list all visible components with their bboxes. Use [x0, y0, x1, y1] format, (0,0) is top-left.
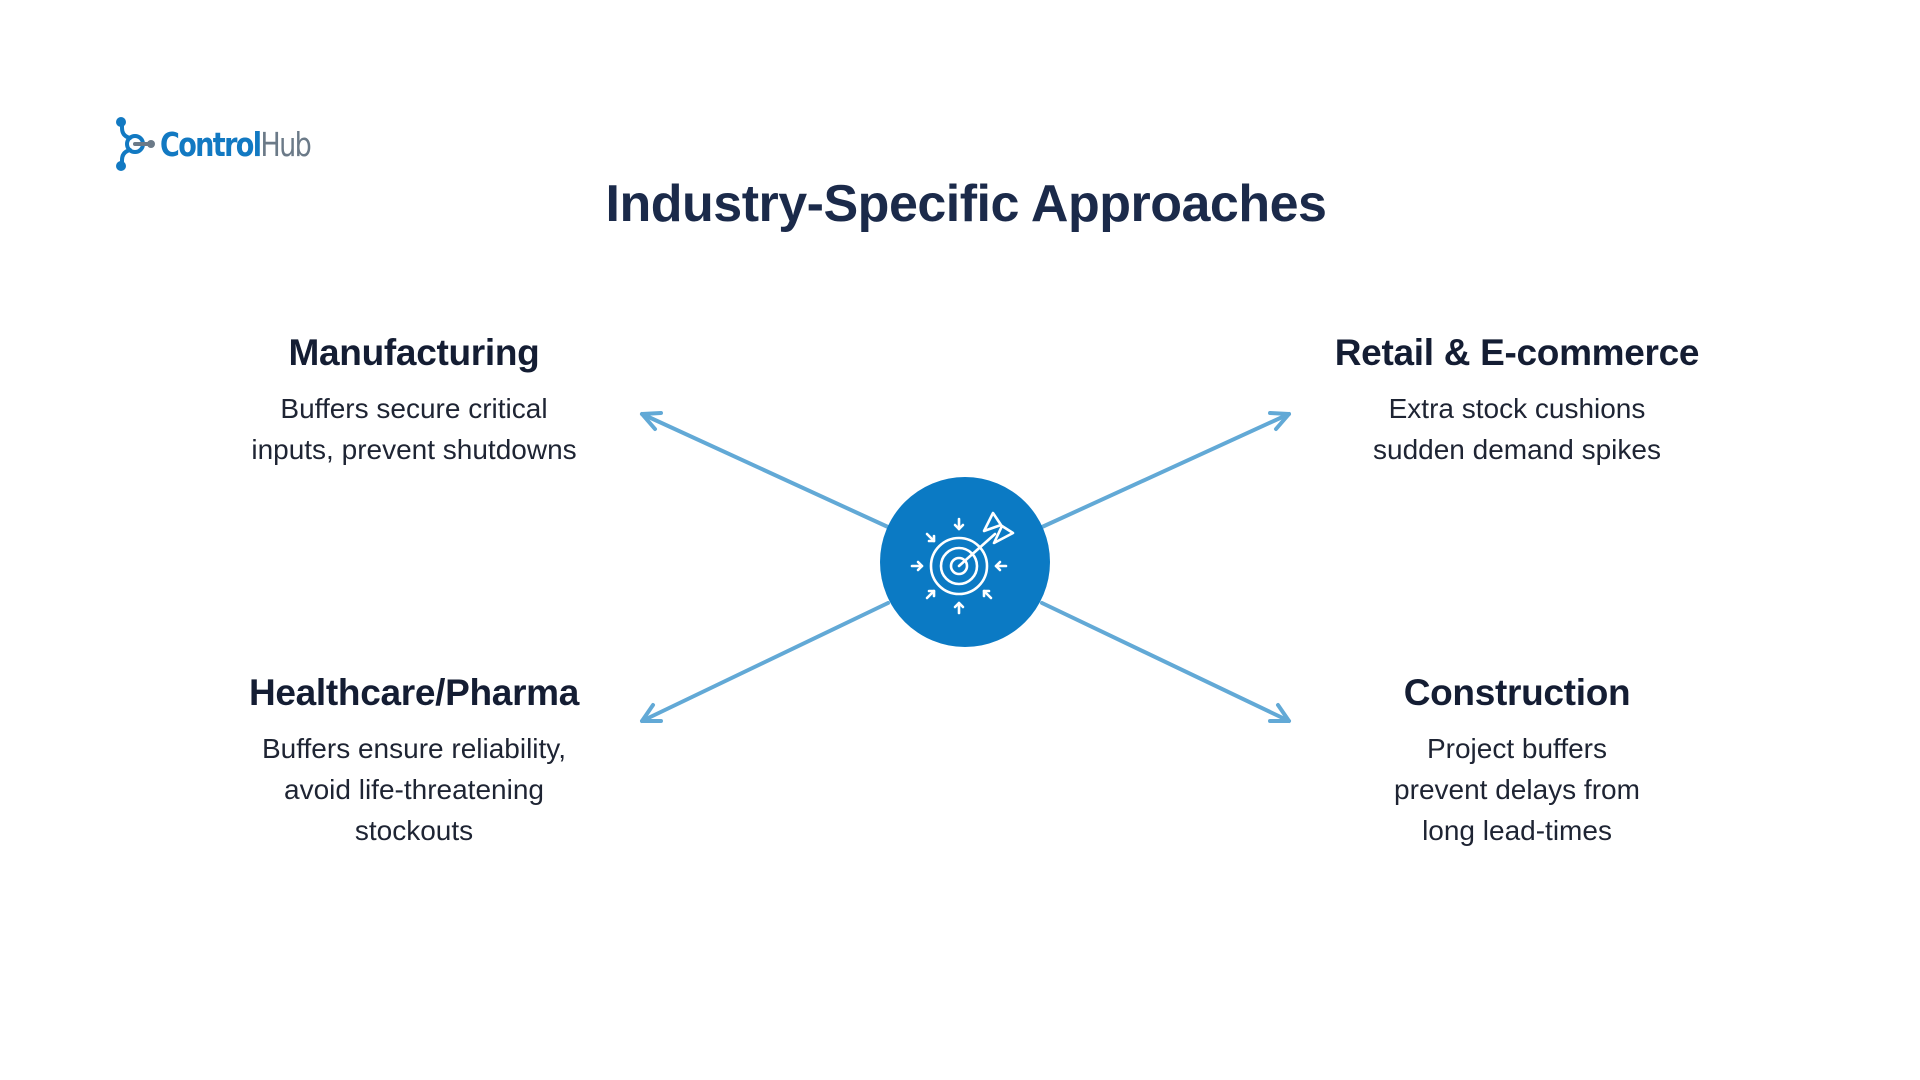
- network-node-icon: [116, 117, 155, 171]
- description-line: avoid life-threatening: [284, 774, 544, 805]
- description-line: Extra stock cushions: [1388, 393, 1646, 424]
- description-line: long lead-times: [1422, 815, 1612, 846]
- brand-logo: ControlHub: [114, 114, 343, 174]
- description-line: stockouts: [354, 815, 474, 846]
- industry-description: Buffers secure critical inputs, prevent …: [184, 388, 644, 470]
- industry-description: Extra stock cushions sudden demand spike…: [1287, 388, 1747, 470]
- industry-description: Buffers ensure reliability, avoid life-t…: [184, 728, 644, 851]
- description-line: Buffers secure critical: [280, 393, 548, 424]
- description-line: Project buffers: [1426, 733, 1608, 764]
- arrow-to-construction: [1040, 601, 1291, 723]
- industry-block-construction: Construction Project buffers prevent del…: [1287, 672, 1747, 851]
- industry-block-healthcare: Healthcare/Pharma Buffers ensure reliabi…: [184, 672, 644, 851]
- industry-heading: Retail & E-commerce: [1334, 332, 1700, 373]
- brand-name-part2: Hub: [260, 124, 311, 164]
- industry-heading: Healthcare/Pharma: [248, 672, 580, 713]
- description-line: inputs, prevent shutdowns: [251, 434, 577, 465]
- industry-block-retail: Retail & E-commerce Extra stock cushions…: [1287, 332, 1747, 470]
- page-title: Industry-Specific Approaches: [605, 175, 1327, 233]
- industry-block-manufacturing: Manufacturing Buffers secure critical in…: [184, 332, 644, 470]
- arrow-to-healthcare: [640, 601, 890, 723]
- description-line: sudden demand spikes: [1373, 434, 1661, 465]
- description-line: Buffers ensure reliability,: [262, 733, 566, 764]
- industry-heading: Construction: [1403, 672, 1631, 713]
- brand-name: ControlHub: [160, 124, 312, 164]
- industry-heading: Manufacturing: [288, 332, 540, 373]
- description-line: prevent delays from: [1394, 774, 1640, 805]
- target-with-arrows-icon: [910, 511, 1015, 615]
- industry-description: Project buffers prevent delays from long…: [1287, 728, 1747, 851]
- arrow-to-retail: [1040, 411, 1291, 529]
- brand-name-part1: Control: [160, 124, 262, 164]
- arrow-to-manufacturing: [640, 411, 890, 529]
- central-hub: [880, 477, 1050, 647]
